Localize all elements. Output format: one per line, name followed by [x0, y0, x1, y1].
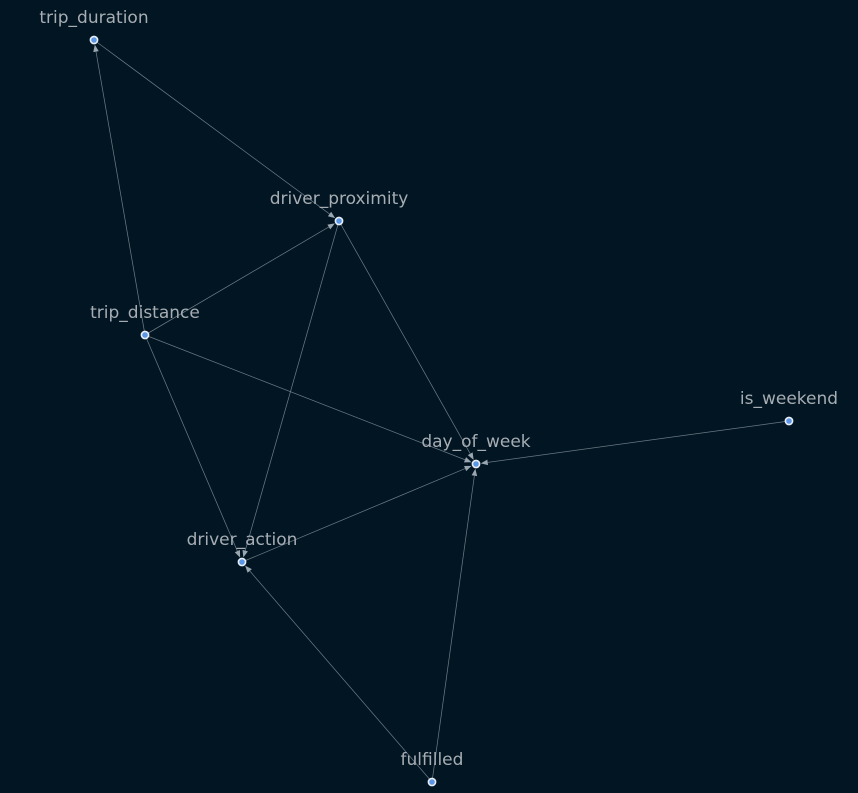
- node-label-day_of_week: day_of_week: [421, 432, 530, 452]
- edges-layer: [93, 39, 790, 783]
- arrowhead-trip_distance-to-driver_action: [234, 550, 241, 558]
- edge-is_weekend-to-day_of_week: [487, 420, 790, 463]
- edge-trip_distance-to-trip_duration: [95, 51, 146, 336]
- node-dot-driver_action[interactable]: [237, 557, 247, 567]
- node-trip_duration[interactable]: trip_duration: [39, 8, 149, 45]
- node-label-fulfilled: fulfilled: [401, 750, 464, 770]
- arrowhead-driver_proximity-to-day_of_week: [467, 452, 474, 460]
- edge-fulfilled-to-day_of_week: [431, 475, 475, 783]
- arrowhead-fulfilled-to-driver_action: [245, 565, 252, 573]
- arrowhead-is_weekend-to-day_of_week: [480, 459, 489, 466]
- edge-fulfilled-to-driver_action: [249, 570, 433, 783]
- arrowhead-fulfilled-to-day_of_week: [471, 468, 478, 477]
- node-label-trip_duration: trip_duration: [39, 8, 148, 28]
- nodes-layer: trip_duration driver_proximity trip_distan…: [39, 8, 838, 787]
- edge-trip_distance-to-driver_action: [144, 334, 238, 552]
- edge-trip_distance-to-driver_proximity: [144, 226, 330, 336]
- node-dot-day_of_week[interactable]: [471, 459, 481, 469]
- edge-driver_proximity-to-day_of_week: [338, 220, 471, 454]
- edge-driver_proximity-to-driver_action: [244, 220, 340, 551]
- node-label-driver_proximity: driver_proximity: [270, 189, 409, 209]
- edge-trip_duration-to-driver_proximity: [93, 39, 330, 215]
- edge-trip_distance-to-day_of_week: [144, 334, 466, 461]
- arrowhead-trip_duration-to-driver_proximity: [327, 211, 336, 219]
- node-label-driver_action: driver_action: [187, 530, 298, 550]
- arrowhead-trip_distance-to-day_of_week: [463, 457, 472, 463]
- node-driver_proximity[interactable]: driver_proximity: [270, 189, 409, 226]
- arrowhead-driver_action-to-day_of_week: [464, 465, 472, 472]
- node-dot-fulfilled[interactable]: [427, 777, 437, 787]
- node-is_weekend[interactable]: is_weekend: [740, 389, 838, 426]
- edge-driver_action-to-day_of_week: [241, 468, 466, 563]
- node-driver_action[interactable]: driver_action: [187, 530, 298, 567]
- node-dot-driver_proximity[interactable]: [334, 216, 344, 226]
- node-day_of_week[interactable]: day_of_week: [421, 432, 531, 469]
- node-label-trip_distance: trip_distance: [90, 303, 200, 323]
- node-dot-is_weekend[interactable]: [784, 416, 794, 426]
- arrowhead-trip_distance-to-trip_duration: [93, 44, 99, 53]
- node-fulfilled[interactable]: fulfilled: [401, 750, 464, 787]
- node-dot-trip_distance[interactable]: [140, 330, 150, 340]
- arrowhead-trip_distance-to-driver_proximity: [327, 223, 335, 230]
- node-label-is_weekend: is_weekend: [740, 389, 838, 409]
- node-trip_distance[interactable]: trip_distance: [90, 303, 200, 340]
- arrowhead-driver_proximity-to-driver_action: [242, 549, 248, 558]
- node-dot-trip_duration[interactable]: [89, 35, 99, 45]
